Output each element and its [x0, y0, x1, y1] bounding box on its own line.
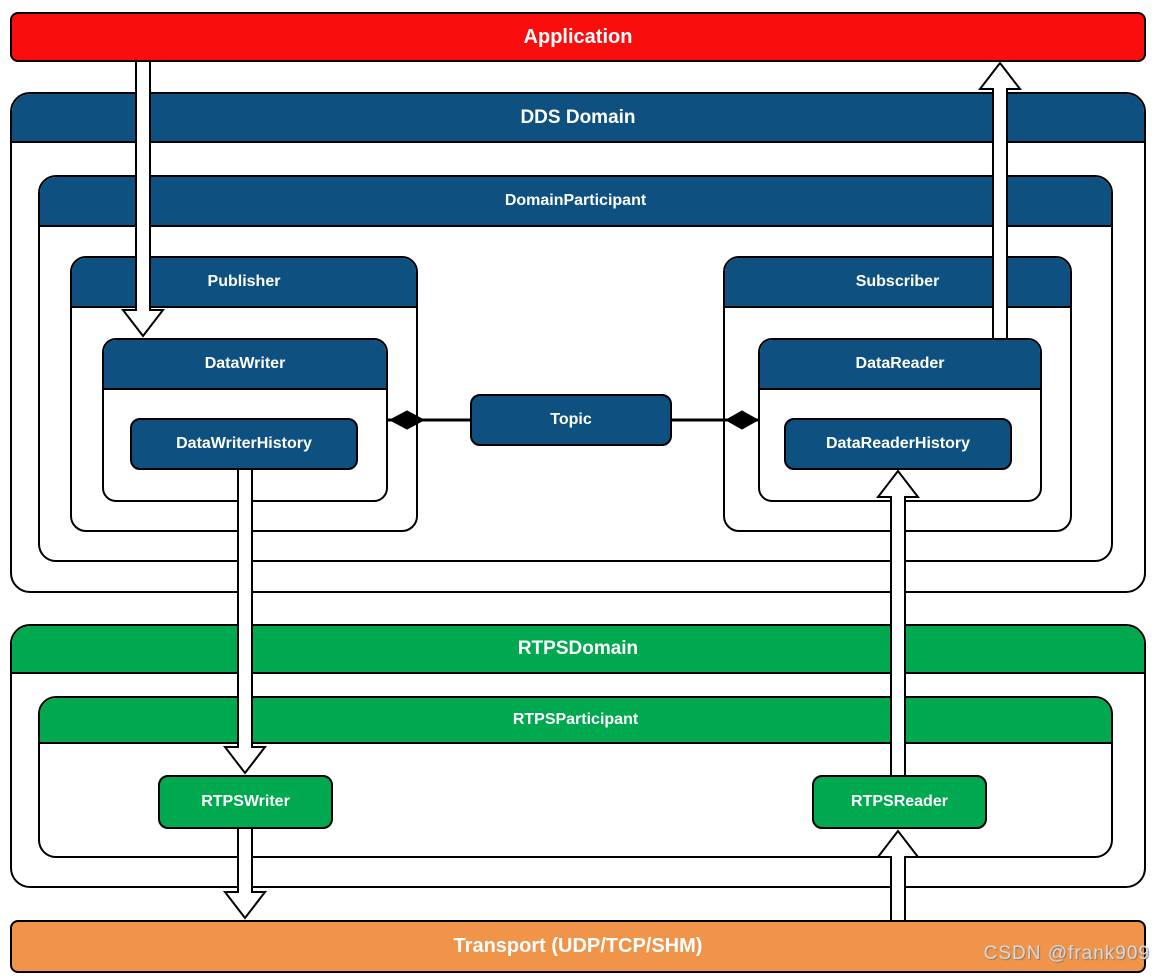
watermark: CSDN @frank909 — [983, 943, 1150, 964]
topic-node: Topic — [470, 394, 672, 446]
data-writer-label: DataWriter — [204, 355, 286, 372]
application-node: Application — [10, 12, 1146, 62]
rtps-domain-label: RTPSDomain — [517, 638, 639, 659]
rtps-writer-label: RTPSWriter — [201, 793, 290, 810]
rtps-participant-container: RTPSParticipant — [38, 696, 1113, 858]
transport-node: Transport (UDP/TCP/SHM) — [10, 920, 1146, 973]
rtps-reader-node: RTPSReader — [812, 775, 987, 829]
data-reader-history-label: DataReaderHistory — [825, 435, 971, 452]
rtps-participant-header: RTPSParticipant — [40, 698, 1111, 744]
domain-participant-header: DomainParticipant — [40, 177, 1111, 227]
domain-participant-label: DomainParticipant — [504, 192, 647, 209]
data-reader-history-node: DataReaderHistory — [784, 418, 1012, 470]
subscriber-label: Subscriber — [855, 273, 940, 290]
application-label: Application — [523, 25, 633, 48]
data-writer-history-label: DataWriterHistory — [176, 435, 312, 452]
data-reader-label: DataReader — [855, 355, 945, 372]
publisher-label: Publisher — [207, 273, 281, 290]
subscriber-header: Subscriber — [725, 258, 1070, 308]
publisher-header: Publisher — [72, 258, 416, 308]
transport-label: Transport (UDP/TCP/SHM) — [453, 935, 703, 957]
dds-domain-header: DDS Domain — [12, 94, 1144, 143]
rtps-writer-node: RTPSWriter — [158, 775, 333, 829]
rtps-participant-label: RTPSParticipant — [512, 711, 639, 728]
rtps-reader-label: RTPSReader — [851, 793, 948, 810]
data-writer-header: DataWriter — [104, 340, 386, 390]
topic-label: Topic — [550, 411, 592, 428]
data-reader-header: DataReader — [760, 340, 1040, 390]
rtps-domain-header: RTPSDomain — [12, 626, 1144, 674]
data-writer-history-node: DataWriterHistory — [130, 418, 358, 470]
dds-domain-label: DDS Domain — [520, 106, 636, 128]
